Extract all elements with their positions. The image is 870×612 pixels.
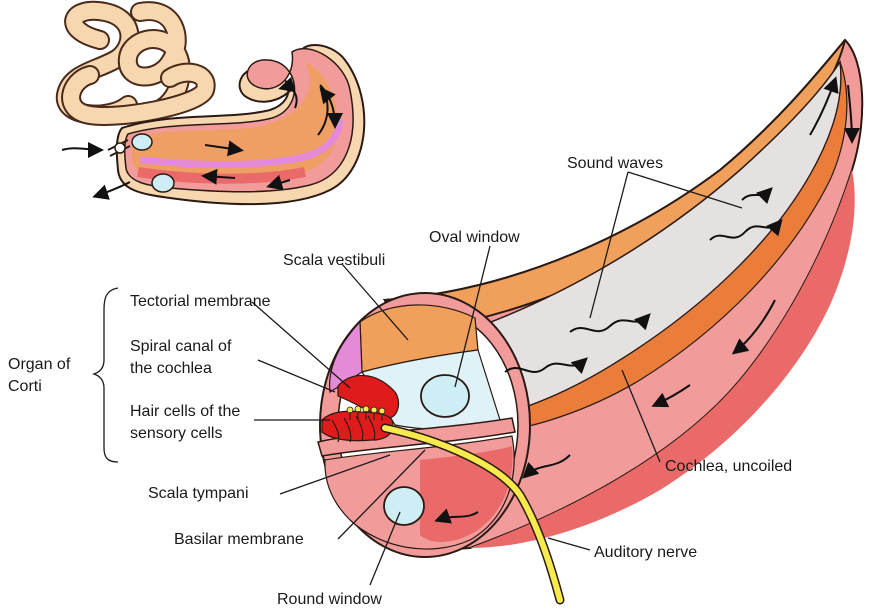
label-hair-cells-line2: sensory cells (130, 425, 222, 442)
label-spiral-canal-line2: the cochlea (130, 360, 212, 377)
oval-window (421, 375, 469, 417)
label-organ-of-corti-line2: Corti (8, 378, 42, 395)
label-tectorial-membrane: Tectorial membrane (130, 293, 271, 310)
uncoiled-cochlea (318, 40, 862, 600)
round-window (384, 487, 424, 525)
label-cochlea-uncoiled: Cochlea, uncoiled (665, 458, 792, 475)
label-scala-tympani: Scala tympani (148, 485, 249, 502)
label-organ-of-corti-line1: Organ of (8, 356, 71, 373)
organ-of-corti-brace (94, 288, 118, 462)
label-oval-window: Oval window (429, 229, 520, 246)
label-basilar-membrane: Basilar membrane (174, 531, 304, 548)
label-hair-cells-line1: Hair cells of the (130, 403, 240, 420)
label-scala-vestibuli: Scala vestibuli (283, 252, 385, 269)
label-auditory-nerve: Auditory nerve (594, 544, 697, 561)
cross-section (318, 293, 530, 557)
label-spiral-canal-line1: Spiral canal of (130, 338, 232, 355)
label-round-window: Round window (277, 591, 382, 608)
label-sound-waves: Sound waves (567, 155, 663, 172)
coiled-cochlea-inset (62, 11, 364, 204)
semicircular-canals (66, 11, 206, 116)
